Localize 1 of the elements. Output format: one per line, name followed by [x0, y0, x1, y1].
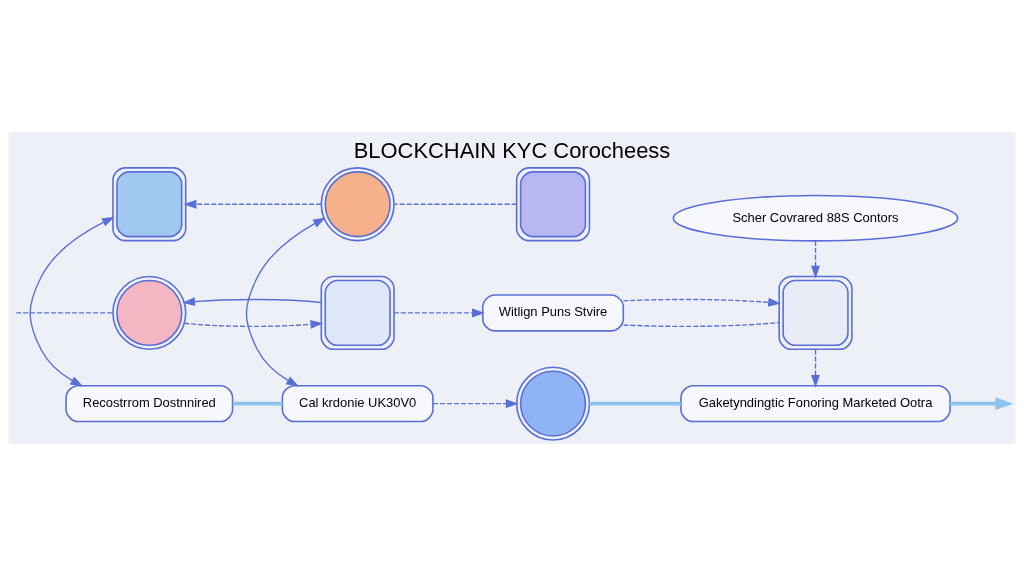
diagram-title: BLOCKCHAIN KYC Corocheess — [353, 137, 671, 163]
